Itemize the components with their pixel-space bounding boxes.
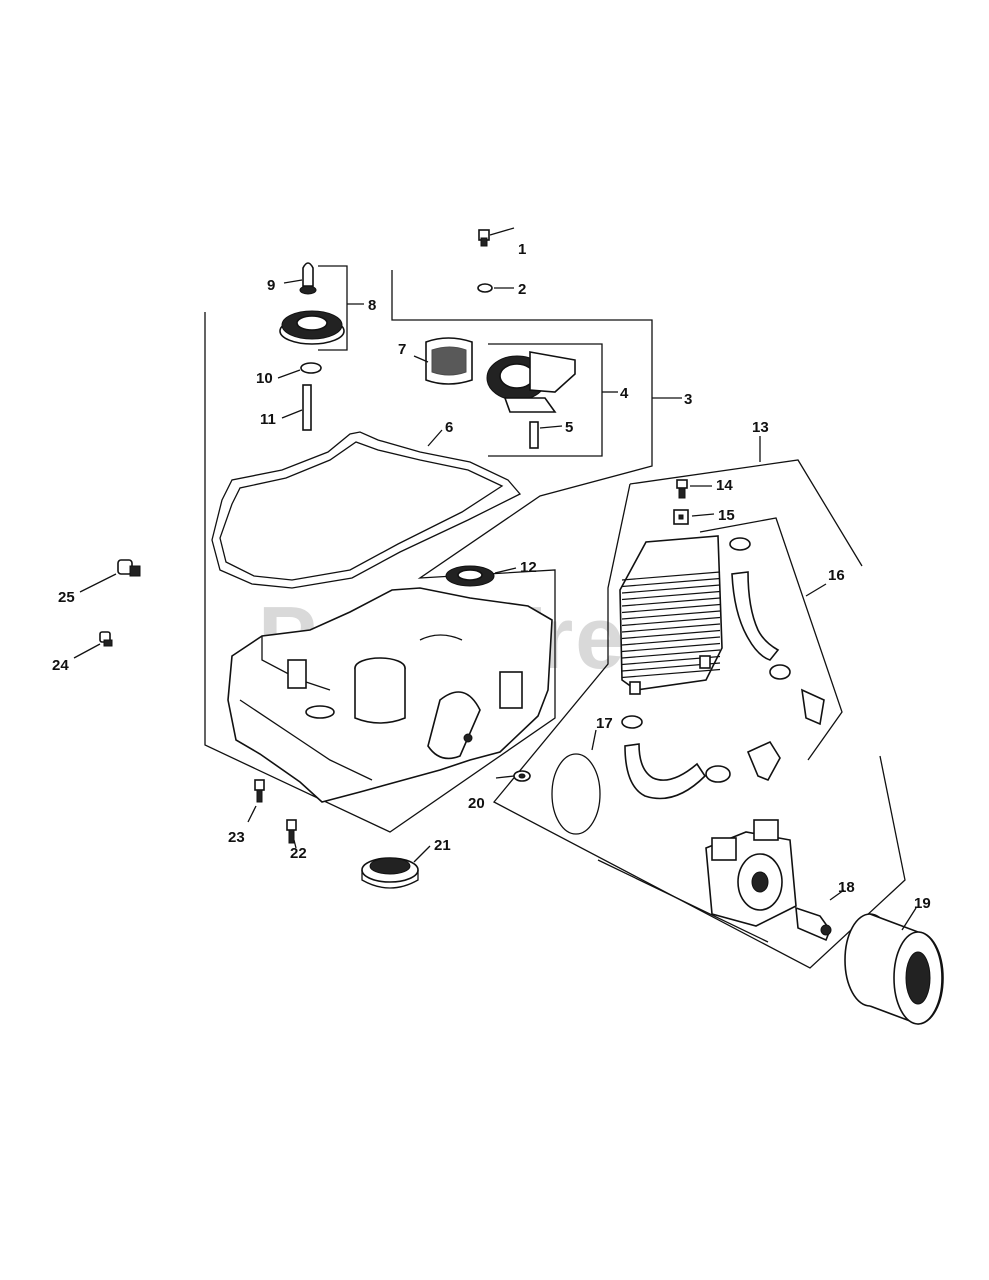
part-gear-8 [279, 310, 345, 345]
oil-pan-group-frame [204, 270, 653, 833]
cooler-fin [621, 668, 721, 679]
callout-24: 24 [52, 657, 69, 674]
part-plug-24 [99, 631, 113, 647]
part-oil-filter-19 [844, 913, 944, 1025]
part-fitting-18 [795, 906, 832, 942]
part-hoses [621, 537, 825, 800]
callout-numbers: 1 2 3 4 5 6 7 8 9 10 11 12 13 14 15 16 1… [52, 241, 931, 912]
part-o-ring-17 [551, 753, 601, 835]
cooler-fin [621, 597, 721, 607]
cooler-fin [621, 649, 721, 659]
cooler-fin [621, 623, 721, 633]
callout-23: 23 [228, 829, 245, 846]
cooler-group-frame-top [629, 459, 863, 567]
part-screw-1 [478, 229, 490, 247]
callout-16: 16 [828, 567, 845, 584]
callout-11: 11 [260, 411, 276, 428]
part-filter-adapter [705, 819, 797, 927]
cooler-fin [621, 629, 721, 640]
part-washer-15 [673, 509, 689, 525]
part-washer-2 [477, 283, 493, 293]
group-frames [204, 265, 906, 969]
part-bolt-22 [286, 819, 297, 844]
cooler-fin [621, 584, 721, 594]
callout-13: 13 [752, 419, 769, 436]
callout-18: 18 [838, 879, 855, 896]
part-plug-9 [299, 262, 317, 295]
callout-15: 15 [718, 507, 735, 524]
part-nut-20 [513, 770, 531, 782]
hose-group-frame [699, 517, 843, 761]
leader-lines [73, 227, 917, 931]
pump-group-bracket [488, 343, 603, 457]
callout-17: 17 [596, 715, 613, 732]
callout-25: 25 [58, 589, 75, 606]
callout-8: 8 [368, 297, 376, 314]
callout-19: 19 [914, 895, 931, 912]
part-bolt-14 [676, 479, 688, 499]
part-bearing-7 [425, 337, 473, 385]
callout-10: 10 [256, 370, 273, 387]
callout-22: 22 [290, 845, 307, 862]
callout-4: 4 [620, 385, 629, 402]
part-bolt-23 [254, 779, 265, 803]
part-pin-5 [529, 421, 539, 449]
callout-6: 6 [445, 419, 453, 436]
part-gasket-6 [211, 431, 522, 589]
callout-21: 21 [434, 837, 451, 854]
callout-7: 7 [398, 341, 406, 358]
callout-1: 1 [518, 241, 526, 258]
cooler-fin [621, 603, 721, 614]
part-sensor-25 [117, 559, 141, 577]
hose-group-frame-bottom [597, 859, 769, 943]
gear-group-bracket [318, 265, 348, 351]
cooler-fin [621, 577, 721, 588]
part-oil-pan [227, 587, 553, 803]
callout-20: 20 [468, 795, 485, 812]
cooler-fin [621, 642, 721, 653]
cooler-group-frame [492, 483, 906, 969]
part-washer-10 [300, 362, 322, 374]
part-oil-pump-4 [486, 351, 576, 413]
part-oil-cooler [619, 535, 723, 695]
part-shaft-11 [302, 384, 312, 431]
callout-5: 5 [565, 419, 573, 436]
cooler-fin [621, 610, 721, 620]
part-oil-seal-21 [361, 857, 419, 889]
cooler-fin [621, 616, 721, 627]
callout-12: 12 [520, 559, 537, 576]
callout-9: 9 [267, 277, 275, 294]
callout-3: 3 [684, 391, 692, 408]
callout-14: 14 [716, 477, 733, 494]
callout-2: 2 [518, 281, 526, 298]
cooler-fin [621, 571, 721, 581]
part-seal-12 [445, 565, 495, 587]
cooler-fin [621, 636, 721, 646]
cooler-fin [621, 590, 721, 601]
